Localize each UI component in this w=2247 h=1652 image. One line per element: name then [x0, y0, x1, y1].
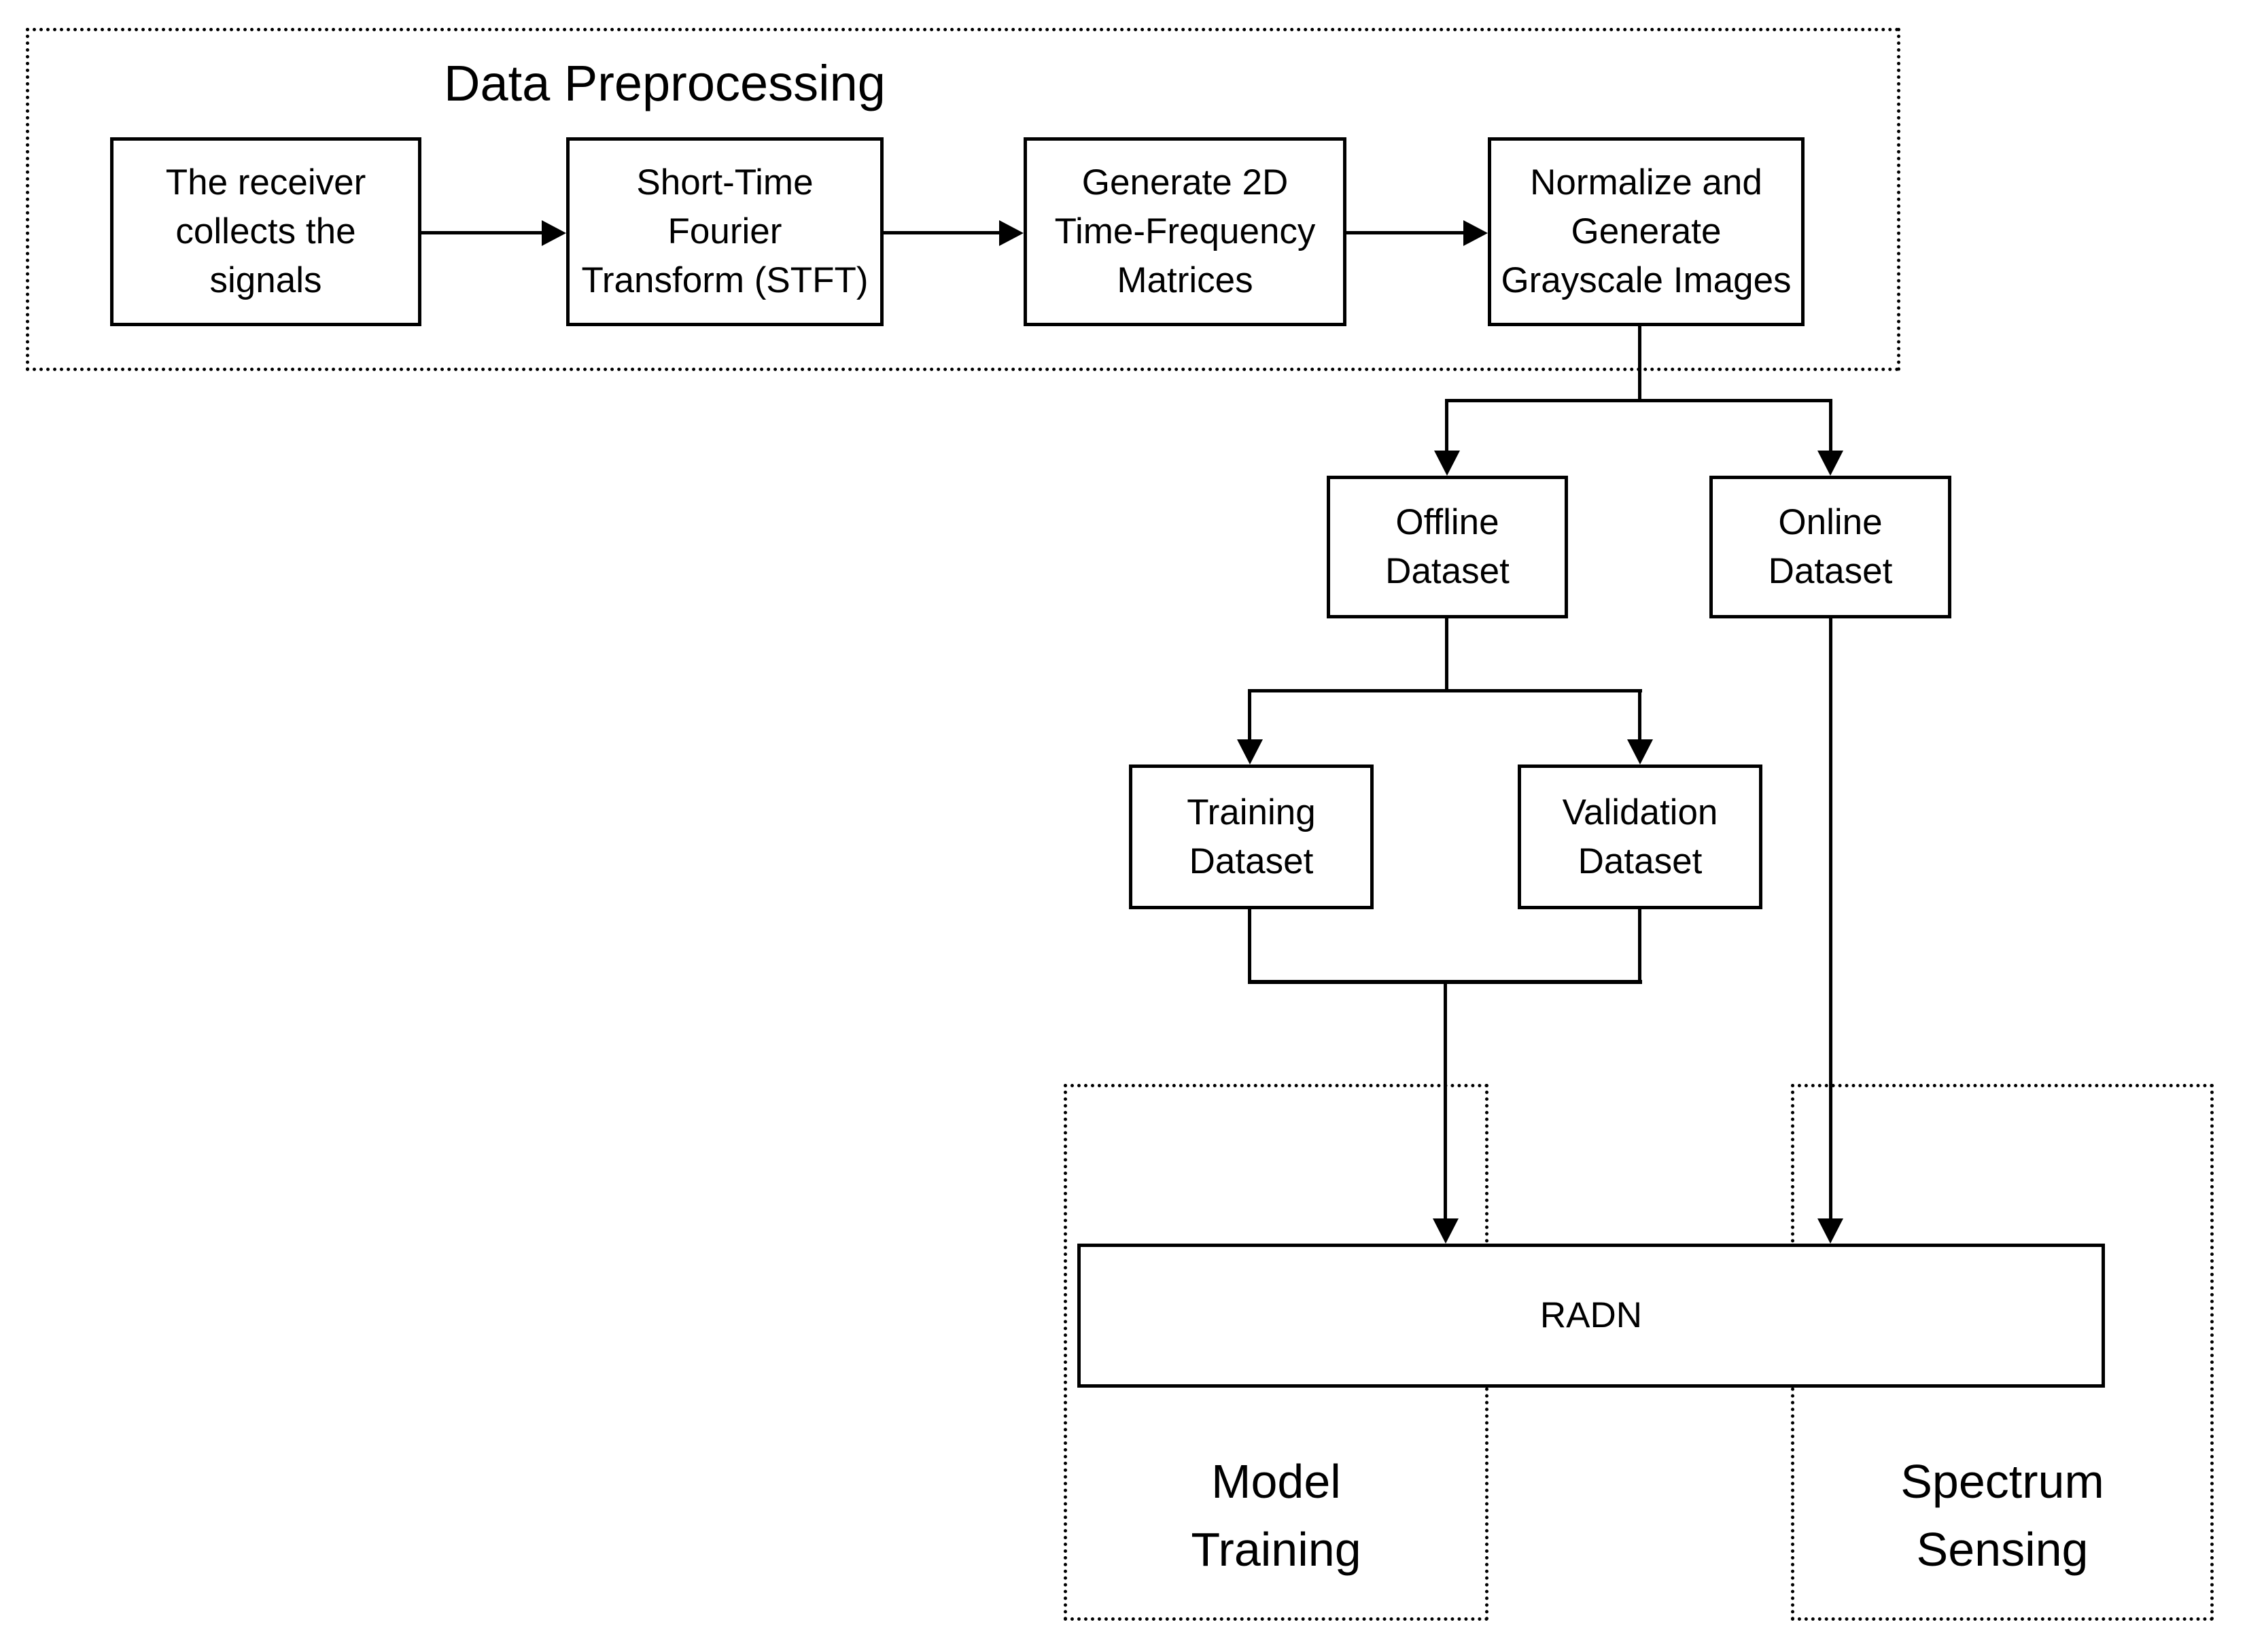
connector-step4-down — [1638, 326, 1641, 402]
radn-label: RADN — [1539, 1295, 1643, 1335]
validation-dataset-label: Validation Dataset — [1562, 792, 1718, 881]
radn-box: RADN — [1077, 1244, 2105, 1388]
connector-merge-to-radn — [1444, 982, 1447, 1221]
spectrum-sensing-label: Spectrum Sensing — [1900, 1455, 2104, 1576]
connector-online-drop — [1829, 399, 1832, 453]
step-stft-label: Short-Time Fourier Transform (STFT) — [581, 162, 869, 300]
arrowhead-online-icon — [1817, 451, 1843, 476]
step-matrices-box: Generate 2D Time-Frequency Matrices — [1024, 137, 1346, 326]
offline-dataset-label: Offline Dataset — [1385, 502, 1510, 591]
arrowhead-step4-icon — [1463, 220, 1488, 246]
connector-step3-step4 — [1345, 231, 1465, 234]
step-stft-box: Short-Time Fourier Transform (STFT) — [566, 137, 884, 326]
connector-step2-step3 — [882, 231, 1000, 234]
step-grayscale-label: Normalize and Generate Grayscale Images — [1501, 162, 1792, 300]
step-receiver-collects-label: The receiver collects the signals — [165, 162, 366, 300]
data-preprocessing-title: Data Preprocessing — [444, 55, 886, 111]
offline-dataset-box: Offline Dataset — [1327, 476, 1568, 618]
connector-online-to-radn — [1829, 616, 1832, 1221]
training-dataset-label: Training Dataset — [1187, 792, 1316, 881]
arrowhead-radn-left-icon — [1433, 1218, 1459, 1244]
connector-training-drop — [1248, 689, 1251, 742]
step-matrices-label: Generate 2D Time-Frequency Matrices — [1054, 162, 1316, 300]
online-dataset-label: Online Dataset — [1768, 502, 1893, 591]
arrowhead-step2-icon — [542, 220, 566, 246]
connector-training-down — [1248, 909, 1251, 982]
arrowhead-step3-icon — [999, 220, 1024, 246]
connector-offline-drop — [1445, 399, 1448, 453]
model-training-label: Model Training — [1191, 1455, 1361, 1576]
connector-validation-down — [1638, 909, 1641, 982]
validation-dataset-box: Validation Dataset — [1518, 765, 1762, 909]
step-receiver-collects-box: The receiver collects the signals — [110, 137, 421, 326]
split-line-datasets — [1445, 399, 1832, 402]
training-dataset-box: Training Dataset — [1129, 765, 1374, 909]
arrowhead-radn-right-icon — [1817, 1218, 1843, 1244]
connector-offline-down — [1445, 618, 1448, 691]
data-preprocessing-container — [26, 28, 1900, 371]
connector-step1-step2 — [420, 231, 544, 234]
connector-validation-drop — [1638, 689, 1641, 742]
arrowhead-validation-icon — [1627, 739, 1653, 765]
arrowhead-training-icon — [1237, 739, 1263, 765]
split-line-train-valid — [1248, 689, 1642, 692]
step-grayscale-box: Normalize and Generate Grayscale Images — [1488, 137, 1805, 326]
online-dataset-box: Online Dataset — [1709, 476, 1951, 618]
arrowhead-offline-icon — [1434, 451, 1460, 476]
